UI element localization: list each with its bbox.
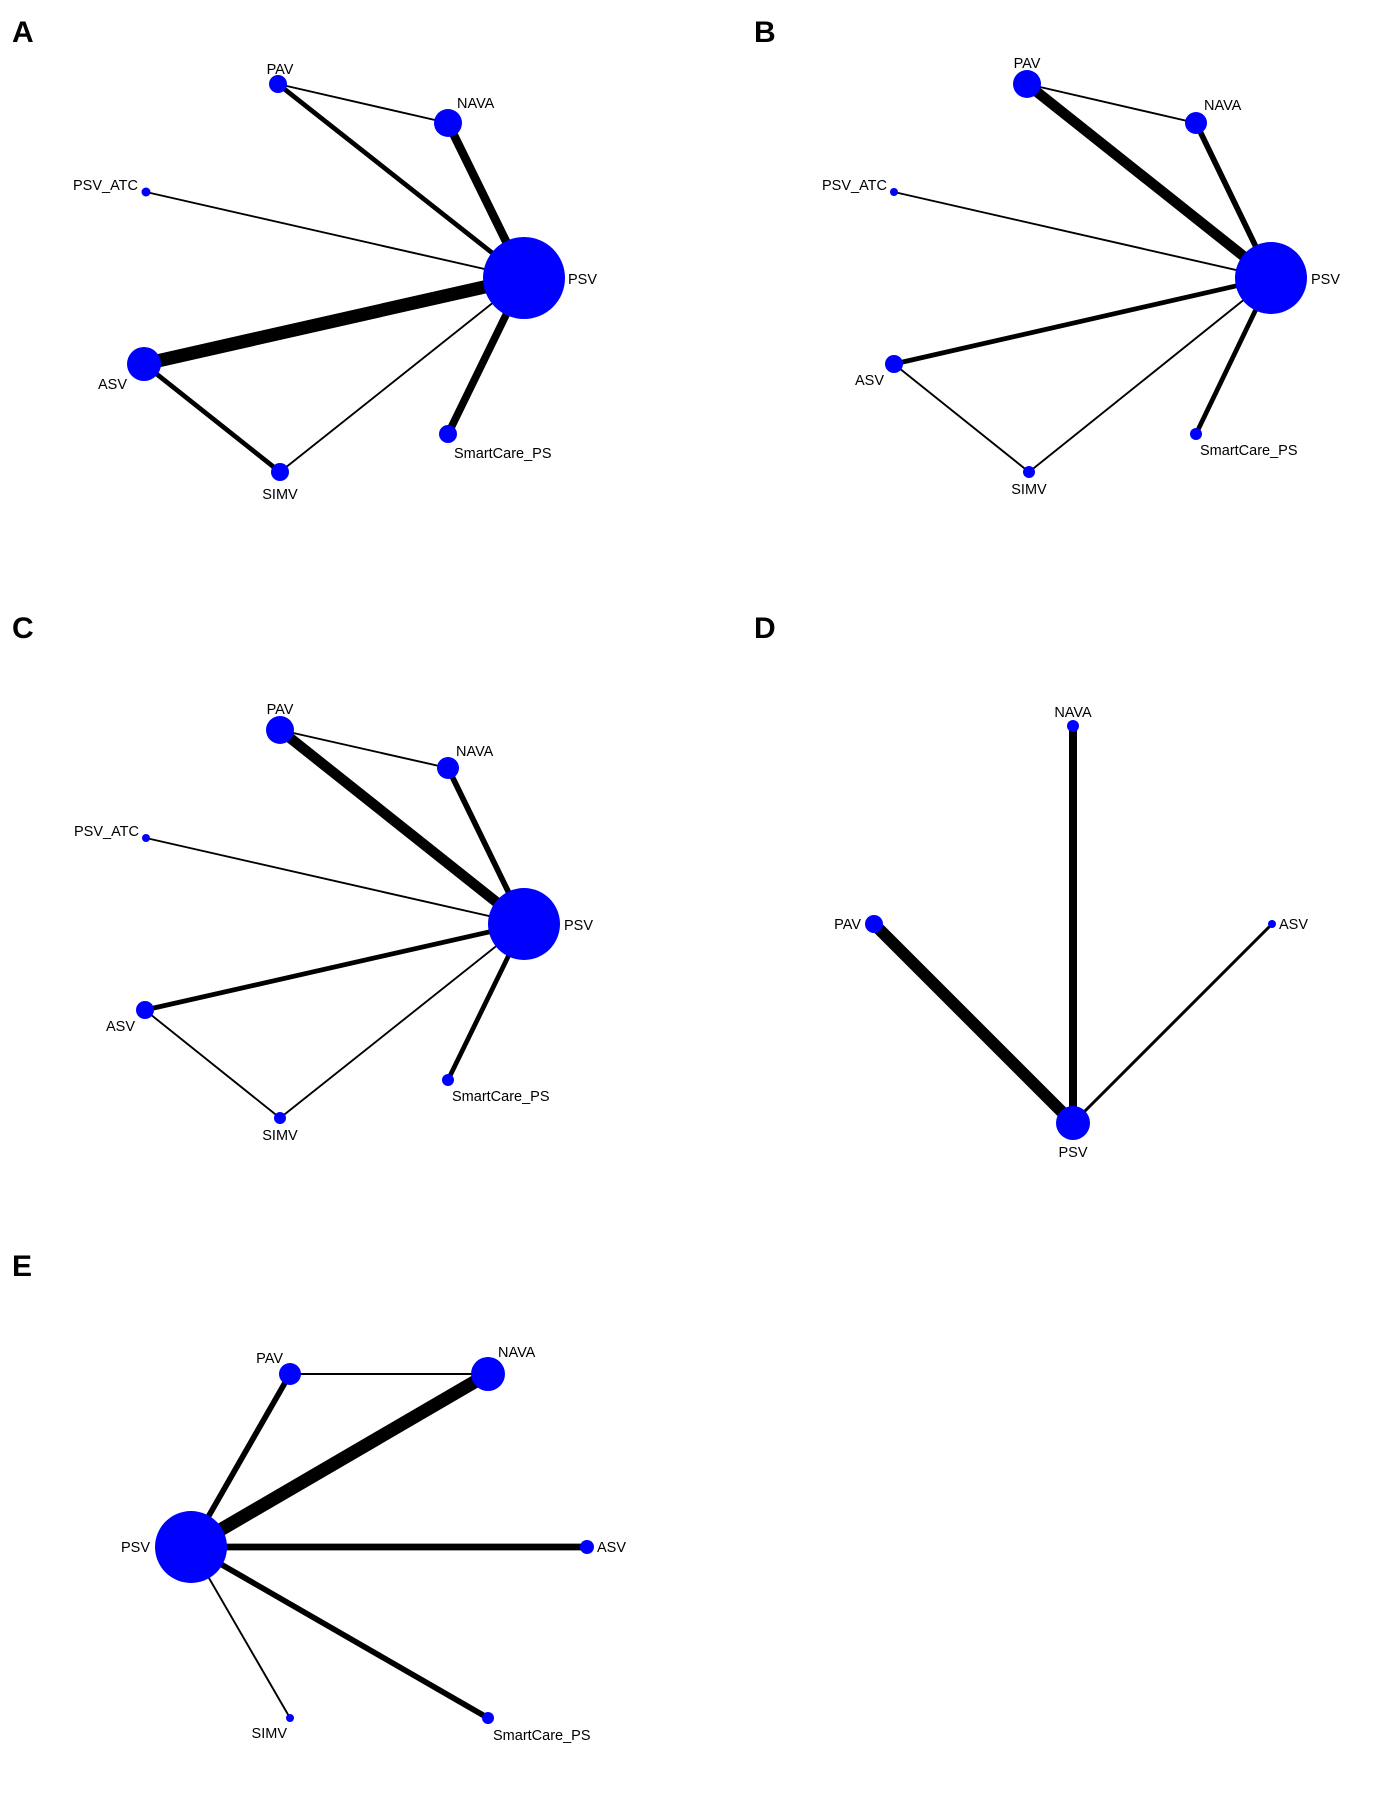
panel-letter-c: C	[12, 612, 34, 645]
panel-letter-e: E	[12, 1250, 32, 1283]
panel-c: PAV NAVA PSV_ATC PSV ASV SIMV SmartCare_PS C	[12, 612, 593, 1144]
node-label-a-pav: PAV	[267, 62, 294, 78]
node-label-c-asv: ASV	[106, 1019, 135, 1035]
node-c-asv	[136, 1001, 154, 1019]
node-label-e-pav: PAV	[256, 1351, 283, 1367]
node-d-pav	[865, 915, 883, 933]
node-e-psv	[155, 1511, 227, 1583]
node-a-smartcare-ps	[439, 425, 457, 443]
panel-letter-a: A	[12, 16, 34, 49]
edge-b-asv-simv	[893, 363, 1030, 473]
node-label-b-asv: ASV	[855, 373, 884, 389]
node-e-nava	[471, 1357, 505, 1391]
edge-d-pav-psv	[869, 919, 1078, 1128]
node-label-d-asv: ASV	[1279, 917, 1308, 933]
node-label-e-simv: SIMV	[252, 1726, 288, 1742]
node-e-pav	[279, 1363, 301, 1385]
edge-c-asv-simv	[144, 1009, 281, 1119]
node-label-b-smartcare-ps: SmartCare_PS	[1200, 443, 1298, 459]
edge-c-psv-atc-psv	[145, 837, 525, 925]
panel-letter-d: D	[754, 612, 776, 645]
edge-b-simv-psv	[1028, 277, 1272, 473]
edge-a-simv-psv	[279, 277, 525, 473]
node-a-simv	[271, 463, 289, 481]
node-b-simv	[1023, 466, 1035, 478]
node-a-psv	[483, 237, 565, 319]
node-label-c-smartcare-ps: SmartCare_PS	[452, 1089, 550, 1105]
edge-e-smartcare-ps-psv	[189, 1544, 490, 1721]
edge-b-pav-psv	[1023, 79, 1275, 283]
node-label-e-smartcare-ps: SmartCare_PS	[493, 1728, 591, 1744]
node-d-nava	[1067, 720, 1079, 732]
node-label-d-psv: PSV	[1058, 1145, 1087, 1161]
node-label-d-nava: NAVA	[1054, 705, 1092, 721]
node-b-asv	[885, 355, 903, 373]
node-b-nava	[1185, 112, 1207, 134]
node-b-psv	[1235, 242, 1307, 314]
node-label-b-pav: PAV	[1014, 56, 1041, 72]
node-label-e-asv: ASV	[597, 1540, 626, 1556]
node-label-b-psv: PSV	[1311, 272, 1340, 288]
node-e-smartcare-ps	[482, 1712, 494, 1724]
node-a-pav	[269, 75, 287, 93]
node-label-b-psv-atc: PSV_ATC	[822, 178, 887, 194]
node-label-e-nava: NAVA	[498, 1345, 536, 1361]
node-a-psv-atc	[141, 187, 151, 197]
node-label-a-psv: PSV	[568, 272, 597, 288]
node-d-psv	[1056, 1106, 1090, 1140]
node-label-d-pav: PAV	[834, 917, 861, 933]
node-e-simv	[286, 1714, 294, 1722]
node-c-pav	[266, 716, 294, 744]
panel-a: PAV NAVA PSV_ATC PSV ASV SIMV SmartCare_PS A	[12, 16, 597, 503]
edge-b-asv-psv	[893, 275, 1272, 367]
panel-e: PAV NAVA PSV ASV SIMV SmartCare_PS E	[12, 1250, 626, 1744]
node-label-a-nava: NAVA	[457, 96, 495, 112]
edge-b-psv-atc-psv	[893, 191, 1272, 279]
edge-a-pav-nava	[277, 83, 449, 124]
node-label-a-smartcare-ps: SmartCare_PS	[454, 446, 552, 462]
node-c-psv-atc	[142, 834, 150, 842]
node-c-smartcare-ps	[442, 1074, 454, 1086]
edge-c-pav-nava	[279, 729, 449, 769]
edge-e-nava-psv	[187, 1368, 492, 1553]
node-label-a-simv: SIMV	[262, 487, 298, 503]
node-c-simv	[274, 1112, 286, 1124]
node-d-asv	[1268, 920, 1276, 928]
edge-b-pav-nava	[1026, 83, 1197, 124]
node-b-pav	[1013, 70, 1041, 98]
edge-c-pav-psv	[276, 725, 528, 929]
panel-d: NAVA PAV ASV PSV D	[754, 612, 1308, 1161]
node-label-b-simv: SIMV	[1011, 482, 1047, 498]
node-label-c-psv-atc: PSV_ATC	[74, 824, 139, 840]
node-c-nava	[437, 757, 459, 779]
edge-a-psv-atc-psv	[145, 191, 525, 279]
panel-letter-b: B	[754, 16, 776, 49]
edge-c-asv-psv	[144, 921, 525, 1013]
node-label-c-simv: SIMV	[262, 1128, 298, 1144]
node-label-c-nava: NAVA	[456, 744, 494, 760]
node-label-c-psv: PSV	[564, 918, 593, 934]
node-label-b-nava: NAVA	[1204, 98, 1242, 114]
node-a-nava	[434, 109, 462, 137]
node-label-e-psv: PSV	[121, 1540, 150, 1556]
node-b-psv-atc	[890, 188, 898, 196]
edge-c-simv-psv	[279, 923, 525, 1119]
node-label-c-pav: PAV	[267, 702, 294, 718]
edge-a-asv-simv	[142, 362, 282, 474]
node-e-asv	[580, 1540, 594, 1554]
edge-d-asv-psv	[1071, 922, 1274, 1125]
node-label-a-psv-atc: PSV_ATC	[73, 178, 138, 194]
edge-a-pav-psv	[276, 82, 526, 280]
node-a-asv	[127, 347, 161, 381]
edge-a-asv-psv	[142, 271, 526, 371]
node-label-a-asv: ASV	[98, 377, 127, 393]
panel-b: PAV NAVA PSV_ATC PSV ASV SIMV SmartCare_PS B	[754, 16, 1340, 498]
node-c-psv	[488, 888, 560, 960]
node-b-smartcare-ps	[1190, 428, 1202, 440]
